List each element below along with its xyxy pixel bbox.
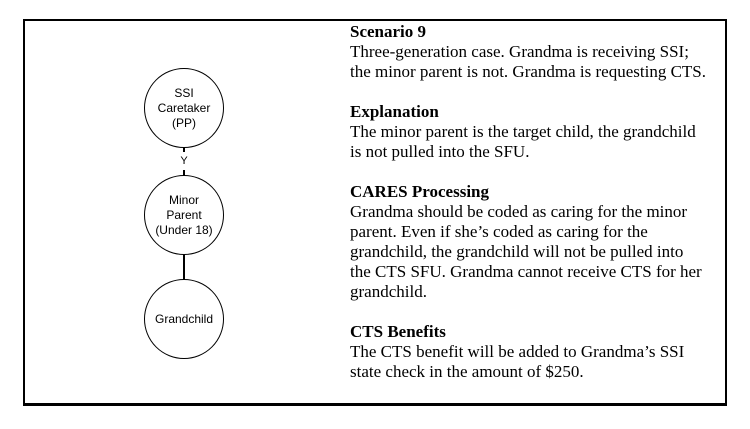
connector-parent-to-grandchild: [183, 255, 185, 280]
section-scenario: Scenario 9 Three-generation case. Grandm…: [350, 22, 708, 82]
scenario-frame: SSI Caretaker (PP) Y Minor Parent (Under…: [23, 19, 727, 406]
node-label: Grandchild: [154, 311, 214, 326]
connector-label-y: Y: [180, 155, 188, 167]
node-label: Minor Parent (Under 18): [155, 192, 213, 237]
section-heading: CARES Processing: [350, 182, 489, 201]
section-cts-benefits: CTS Benefits The CTS benefit will be add…: [350, 322, 708, 382]
diagram-node-minor-parent: Minor Parent (Under 18): [144, 175, 224, 255]
section-explanation: Explanation The minor parent is the targ…: [350, 102, 708, 162]
section-heading: CTS Benefits: [350, 322, 446, 341]
node-label: SSI Caretaker (PP): [157, 85, 211, 130]
section-heading: Scenario 9: [350, 22, 427, 41]
connector-dash: [183, 147, 185, 152]
section-cares-processing: CARES Processing Grandma should be coded…: [350, 182, 708, 302]
diagram-node-grandchild: Grandchild: [144, 279, 224, 359]
section-body: Grandma should be coded as caring for th…: [350, 202, 702, 301]
section-body: The minor parent is the target child, th…: [350, 122, 696, 161]
section-body: The CTS benefit will be added to Grandma…: [350, 342, 685, 381]
connector-caretaker-to-parent: Y: [172, 147, 196, 176]
section-heading: Explanation: [350, 102, 439, 121]
connector-dash: [183, 170, 185, 176]
scenario-text-column: Scenario 9 Three-generation case. Grandm…: [350, 22, 708, 382]
section-body: Three-generation case. Grandma is receiv…: [350, 42, 706, 81]
diagram-node-ssi-caretaker: SSI Caretaker (PP): [144, 68, 224, 148]
